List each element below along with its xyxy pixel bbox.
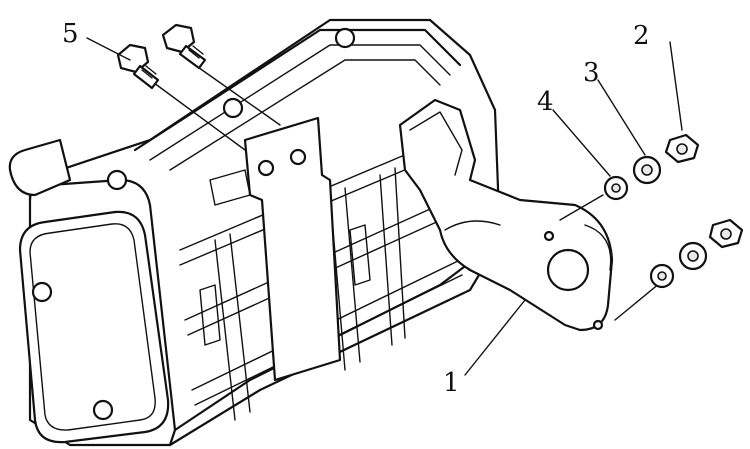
connector-stub (8, 138, 72, 197)
housing-screws (106, 27, 356, 191)
end-cover-plate (18, 210, 170, 444)
callout-3: 3 (583, 58, 600, 88)
hardware-set-lower (649, 218, 744, 289)
callout-4: 4 (537, 87, 554, 117)
actuator-lever (398, 98, 614, 332)
callout-5: 5 (62, 19, 79, 49)
flange-screws (116, 23, 207, 90)
callout-leaders (86, 37, 683, 376)
leader-lines (149, 64, 661, 321)
callout-labels: 5 2 3 4 1 (62, 19, 650, 398)
callout-2: 2 (633, 21, 650, 51)
mounting-bracket (209, 116, 342, 382)
hardware-set-upper (603, 133, 700, 201)
callout-1: 1 (443, 368, 460, 398)
